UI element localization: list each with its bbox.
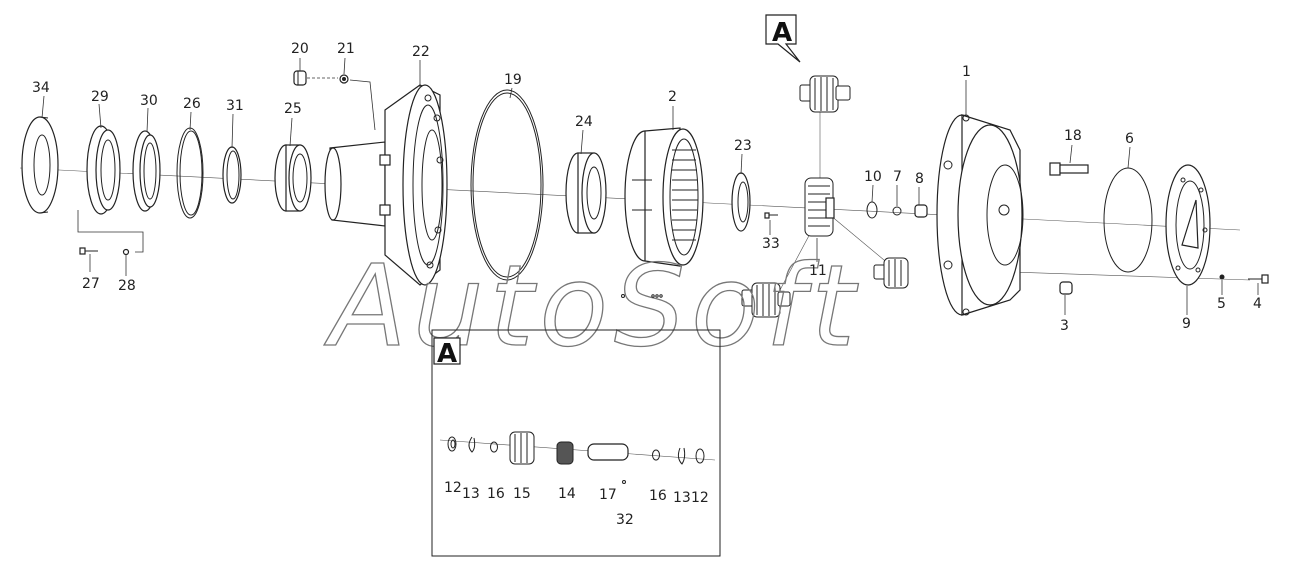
watermark-dots: [621, 294, 663, 298]
label-34: 34: [32, 80, 50, 96]
label-13-left: 13: [462, 486, 480, 502]
part-1-planet-carrier: [936, 114, 1024, 316]
part-6-oring: [1103, 167, 1153, 273]
part-4-bolt: [1248, 274, 1269, 284]
label-19: 19: [504, 72, 522, 88]
label-22: 22: [412, 44, 430, 60]
label-3: 3: [1060, 318, 1069, 334]
label-33: 33: [762, 236, 780, 252]
part-8-plug: [914, 204, 928, 218]
label-27: 27: [82, 276, 100, 292]
label-4: 4: [1253, 296, 1262, 312]
bracket-27-28: [77, 210, 144, 253]
label-17: 17: [599, 487, 617, 503]
svg-text:A: A: [772, 18, 792, 48]
label-30: 30: [140, 93, 158, 109]
part-22-wheel-hub: [324, 84, 448, 286]
part-11-sun-gear: [804, 177, 835, 237]
planet-gear-top: [799, 75, 851, 113]
label-25: 25: [284, 101, 302, 117]
label-8: 8: [915, 171, 924, 187]
part-20-nut: [293, 70, 307, 86]
label-9: 9: [1182, 316, 1191, 332]
part-25-bearing: [274, 144, 312, 212]
part-27-bolt: [79, 247, 98, 255]
part-33-screw: [764, 212, 778, 219]
part-21-washer: [339, 74, 349, 84]
part-19-oring: [470, 89, 544, 281]
label-11: 11: [809, 263, 827, 279]
detail-a-box: A: [431, 329, 721, 557]
leader-21-hub: [349, 79, 376, 131]
part-30-seal: [132, 130, 161, 212]
label-5: 5: [1217, 296, 1226, 312]
label-2: 2: [668, 89, 677, 105]
part-18-stud: [1049, 162, 1089, 176]
planet-gear-bottom-left: [741, 282, 791, 318]
label-13-right: 13: [673, 490, 691, 506]
part-5-washer: [1219, 274, 1225, 280]
label-12-left: 12: [444, 480, 462, 496]
part-31-snap-ring: [222, 146, 242, 204]
label-31: 31: [226, 98, 244, 114]
part-2-ring-gear: [624, 127, 704, 267]
part-10-oring: [866, 201, 878, 219]
detail-a-parts: [447, 431, 705, 484]
label-29: 29: [91, 89, 109, 105]
label-28: 28: [118, 278, 136, 294]
label-23: 23: [734, 138, 752, 154]
planet-gear-right: [873, 257, 909, 289]
watermark: AutoSoft: [324, 242, 861, 372]
part-29-seal: [86, 125, 121, 215]
part-3-plug: [1059, 281, 1073, 295]
label-14: 14: [558, 486, 576, 502]
label-26: 26: [183, 96, 201, 112]
label-16-left: 16: [487, 486, 505, 502]
label-12-right: 12: [691, 490, 709, 506]
label-15: 15: [513, 486, 531, 502]
label-20: 20: [291, 41, 309, 57]
part-28-washer: [122, 248, 130, 256]
label-6: 6: [1125, 131, 1134, 147]
label-24: 24: [575, 114, 593, 130]
detail-tag-a-top: A: [765, 14, 801, 63]
label-7: 7: [893, 169, 902, 185]
label-16-right: 16: [649, 488, 667, 504]
label-1: 1: [962, 64, 971, 80]
part-34-thrust-washer: [21, 116, 59, 214]
part-23-thrust-washer: [731, 172, 751, 232]
leader-lines: [41, 57, 1259, 315]
part-9-cover: [1165, 164, 1211, 286]
label-21: 21: [337, 41, 355, 57]
label-10: 10: [864, 169, 882, 185]
part-labels: 34 29 30 26 31 25 20 21 22 19 24 2 23 33…: [32, 41, 1262, 528]
svg-text:A: A: [437, 339, 457, 369]
label-18: 18: [1064, 128, 1082, 144]
part-7-ball: [892, 206, 902, 216]
part-24-bearing: [565, 152, 607, 234]
label-32: 32: [616, 512, 634, 528]
part-26-oring: [176, 127, 204, 219]
